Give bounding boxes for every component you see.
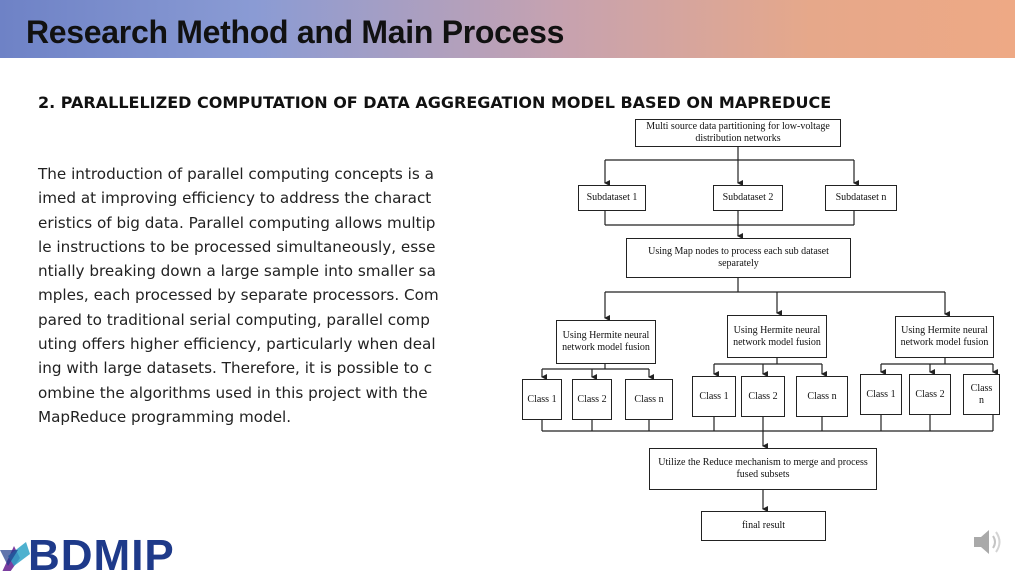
speaker-icon[interactable] <box>968 522 1008 562</box>
flowchart-connectors <box>541 147 998 512</box>
hermite-box: Using Hermite neural network model fusio… <box>727 315 827 358</box>
class-box: Class n <box>625 379 673 420</box>
class-box: Class 1 <box>522 379 562 420</box>
class-box: Class 1 <box>692 376 736 417</box>
body-paragraph: The introduction of parallel computing c… <box>38 162 458 429</box>
body-line: ing with large datasets. Therefore, it i… <box>38 359 433 378</box>
hermite-box: Using Hermite neural network model fusio… <box>556 320 656 364</box>
reduce-box: Utilize the Reduce mechanism to merge an… <box>649 448 877 490</box>
body-line: The introduction of parallel computing c… <box>38 165 434 183</box>
slide-title: Research Method and Main Process <box>26 14 565 50</box>
body-line: le instructions to be processed simultan… <box>38 237 436 256</box>
map-box: Using Map nodes to process each sub data… <box>626 238 851 278</box>
partition-box: Multi source data partitioning for low-v… <box>635 119 841 147</box>
body-line: pared to traditional serial computing, p… <box>38 310 430 329</box>
body-line: MapReduce programming model. <box>38 407 292 426</box>
subdataset-box: Subdataset n <box>825 185 897 211</box>
bdmip-logo-mark <box>0 542 30 571</box>
class-box: Class 2 <box>572 379 612 420</box>
mapreduce-flowchart: Multi source data partitioning for low-v… <box>515 115 1000 545</box>
logo-text: BDMIP <box>28 531 175 571</box>
body-line: ombine the algorithms used in this proje… <box>38 383 428 402</box>
body-line: imed at improving efficiency to address … <box>38 189 432 208</box>
body-line: ntially breaking down a large sample int… <box>38 262 436 281</box>
class-box: Class 2 <box>909 374 951 415</box>
title-bar: Research Method and Main Process <box>0 0 1015 58</box>
body-line: eristics of big data. Parallel computing… <box>38 213 436 232</box>
bdmip-logo: BDMIP <box>0 530 180 571</box>
section-heading: 2. PARALLELIZED COMPUTATION OF DATA AGGR… <box>38 93 832 112</box>
subdataset-box: Subdataset 1 <box>578 185 646 211</box>
final-result-box: final result <box>701 511 826 541</box>
class-box: Class n <box>963 374 1000 415</box>
class-box: Class n <box>796 376 848 417</box>
class-box: Class 1 <box>860 374 902 415</box>
hermite-box: Using Hermite neural network model fusio… <box>895 316 994 358</box>
subdataset-box: Subdataset 2 <box>713 185 783 211</box>
body-line: mples, each processed by separate proces… <box>38 286 439 305</box>
class-box: Class 2 <box>741 376 785 417</box>
body-line: uting offers higher efficiency, particul… <box>38 335 436 354</box>
